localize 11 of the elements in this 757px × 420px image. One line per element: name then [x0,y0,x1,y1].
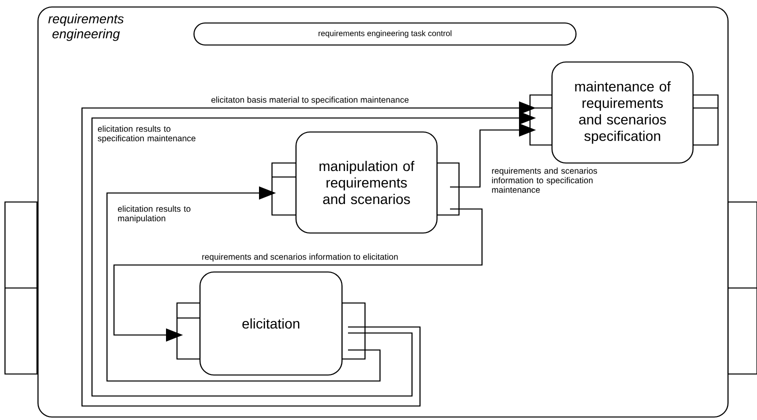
edge-label: elicitaton basis material to specification maintenance [211,96,409,104]
heading: requirements engineering [48,14,124,41]
edge-label: elicitation results to specification maintenance [98,126,196,143]
edge-label: elicitation results to manipulation [118,206,190,223]
control-pill: requirements engineering task control [193,22,577,46]
arrow [106,186,381,382]
process-box: manipulation of requirements and scenarios [295,131,438,234]
process-box: maintenance of requirements and scenarios specification [551,61,694,164]
edge-label: requirements and scenarios information to specification maintenance [492,168,598,193]
edge-label: requirements and scenarios information to elicitation [202,254,398,262]
process-box: elicitation [199,271,343,376]
